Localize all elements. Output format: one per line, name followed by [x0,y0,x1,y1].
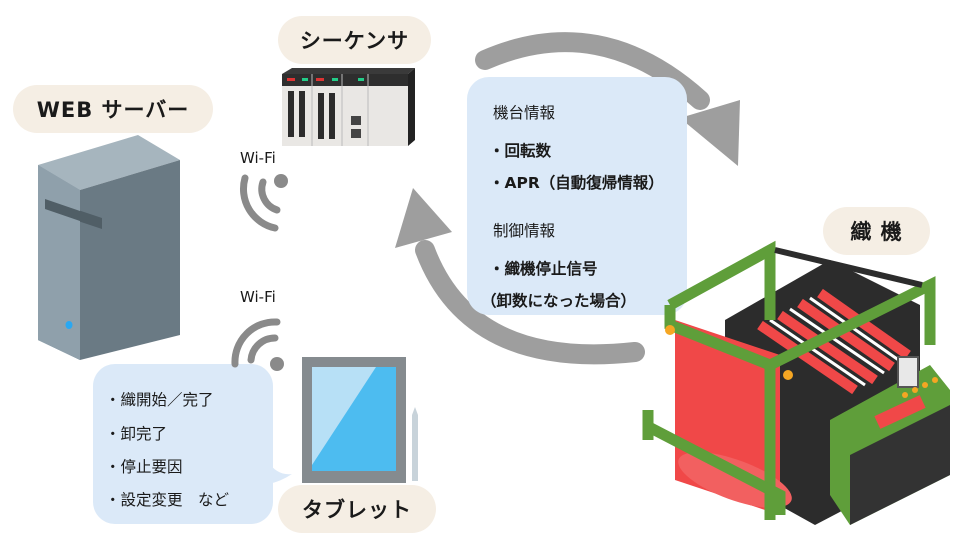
wifi-label-bottom: Wi-Fi [240,288,276,306]
machine-info-item: ・回転数 [489,142,552,160]
machine-info-item: ・APR（自動復帰情報） [489,174,664,192]
sequencer-label: シーケンサ [278,16,431,64]
loom-label: 織 機 [823,207,930,255]
machine-info-bubble: 機台情報 ・回転数 ・APR（自動復帰情報） 制御情報 ・織機停止信号 （卸数に… [467,77,687,315]
control-info-note: （卸数になった場合） [481,292,637,310]
web-server-icon [38,135,180,360]
tablet-info-item: ・設定変更 など [105,491,230,509]
control-info-item: ・織機停止信号 [489,260,598,278]
sequencer-device-icon [282,68,415,146]
web-server-label: WEB サーバー [13,85,213,133]
tablet-info-item: ・織開始／完了 [105,391,214,409]
wifi-label-top: Wi-Fi [240,149,276,167]
tablet-label: タブレット [278,485,436,533]
machine-info-heading: 機台情報 [493,104,556,122]
tablet-info-item: ・卸完了 [105,425,168,443]
wifi-icon-top [239,174,288,232]
bubble-tail [268,462,292,484]
tablet-info-bubble: ・織開始／完了 ・卸完了 ・停止要因 ・設定変更 など [93,364,273,524]
tablet-device-icon [302,357,418,483]
loom-machine-icon [642,240,950,525]
control-info-heading: 制御情報 [493,222,556,240]
tablet-info-item: ・停止要因 [105,458,183,476]
wifi-icon-bottom [231,318,284,371]
